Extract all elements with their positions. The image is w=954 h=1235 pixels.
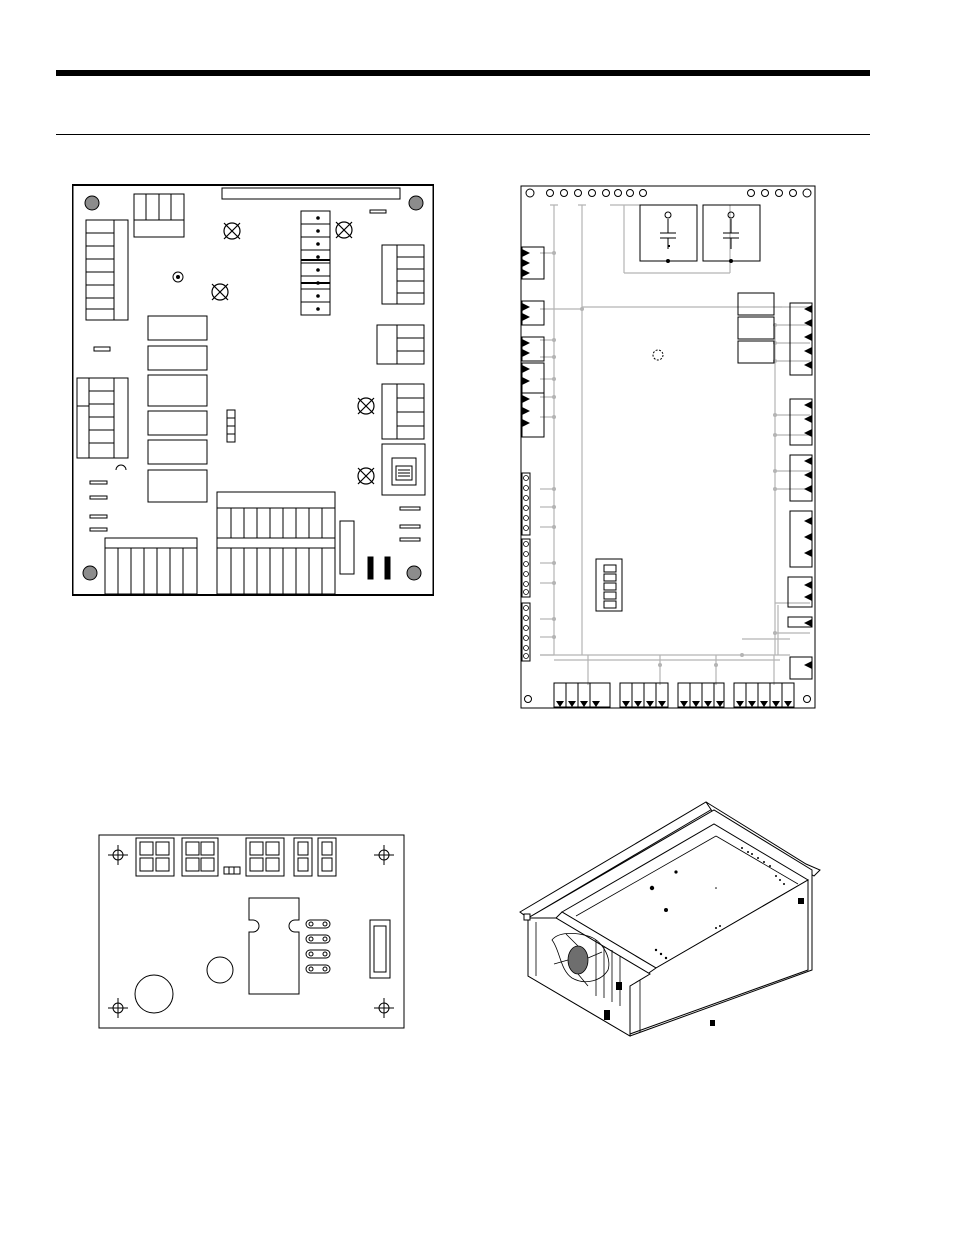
left-terminal-strip	[86, 220, 128, 320]
expansion-board-figure	[520, 185, 816, 709]
bottom-terminal-block	[217, 538, 335, 594]
control-board-drawing	[72, 184, 434, 596]
relay	[148, 346, 207, 370]
heat-sink-tab	[249, 898, 299, 994]
relay-board-drawing	[98, 834, 406, 1030]
capacitor-small	[207, 957, 233, 983]
drive-figure	[516, 800, 828, 1040]
header-rule-heavy	[56, 70, 870, 76]
dip-switch	[596, 559, 622, 611]
left-terminal-strip-2	[77, 378, 128, 458]
relay	[148, 440, 207, 464]
board-outline	[73, 185, 434, 595]
expansion-board-drawing	[520, 185, 816, 709]
circuit-traces	[540, 205, 810, 685]
vertical-component	[340, 521, 354, 574]
mounting-holes	[83, 196, 423, 580]
right-terminal-block	[382, 245, 424, 304]
pin-pairs	[306, 920, 330, 973]
ribbon-connector	[222, 188, 400, 199]
capacitor-large	[135, 975, 173, 1013]
board-outline	[521, 186, 815, 708]
relay	[148, 411, 207, 435]
header-rule-thin	[56, 134, 870, 135]
relay	[148, 470, 207, 502]
control-board-figure	[72, 184, 434, 596]
test-points	[212, 222, 374, 484]
relay	[148, 375, 207, 406]
small-component	[370, 210, 386, 213]
drive-isometric-drawing	[516, 800, 828, 1040]
relay	[148, 316, 207, 340]
relay-board-figure	[98, 834, 406, 1030]
fuse-holder	[370, 920, 390, 978]
